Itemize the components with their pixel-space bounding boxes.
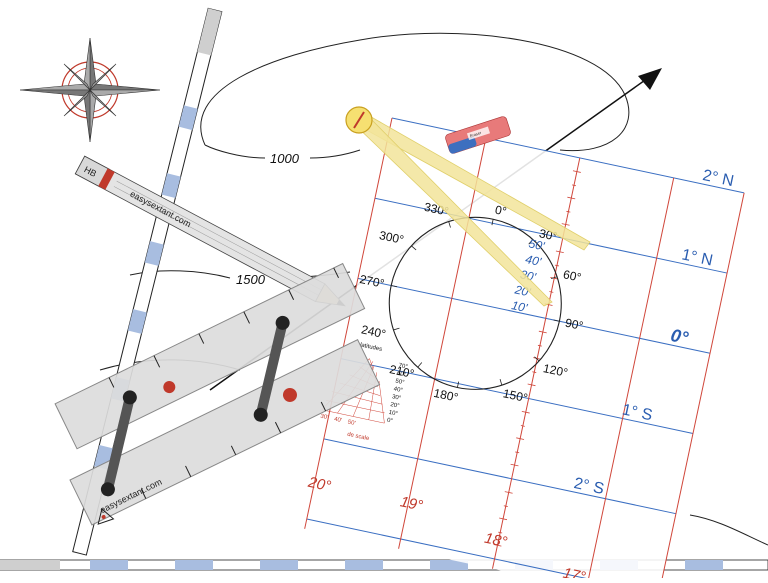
eraser-brand: Eraser bbox=[469, 130, 482, 139]
eraser-icon[interactable]: Eraser bbox=[444, 116, 511, 155]
latitude-label-1n: 1° N bbox=[680, 246, 714, 269]
compass-label-300: 300° bbox=[378, 228, 405, 247]
latitude-line bbox=[323, 438, 677, 515]
compass-rose-icon bbox=[19, 37, 161, 143]
latitude-line bbox=[374, 197, 728, 274]
ruler-red-knob[interactable] bbox=[281, 386, 300, 405]
longitude-label-18: 18° bbox=[483, 530, 509, 551]
latitude-line bbox=[340, 358, 694, 434]
minute-label-50: 50' bbox=[528, 236, 547, 253]
latitude-line bbox=[357, 277, 711, 354]
contour-line-1500-left bbox=[129, 270, 231, 279]
compass-label-90: 90° bbox=[564, 316, 585, 334]
lat-scale-60: 60° bbox=[396, 371, 407, 379]
lat-scale-20: 20° bbox=[390, 402, 401, 410]
compass-label-180: 180° bbox=[432, 386, 459, 405]
compass-label-210: 210° bbox=[388, 362, 415, 381]
lon-scale-40: 40' bbox=[333, 417, 342, 424]
latitude-scale-title: latitudes bbox=[359, 342, 382, 353]
compass-label-150: 150° bbox=[502, 386, 529, 405]
lat-scale-40: 40° bbox=[393, 386, 404, 394]
triangle-marker-icon bbox=[97, 508, 115, 525]
latitude-label-1s: 1° S bbox=[621, 401, 654, 424]
latitude-label-2s: 2° S bbox=[572, 475, 605, 498]
compass-label-0: 0° bbox=[494, 203, 508, 219]
contour-label-1000: 1000 bbox=[270, 151, 300, 166]
ruler-red-knob[interactable] bbox=[161, 379, 177, 395]
longitude-line bbox=[398, 137, 487, 549]
longitude-line bbox=[491, 157, 581, 569]
contour-line-right bbox=[689, 514, 768, 546]
latitude-label-0: 0° bbox=[669, 325, 691, 348]
lat-scale-30: 30° bbox=[391, 394, 402, 402]
latitude-line bbox=[391, 117, 745, 194]
dividers-icon[interactable] bbox=[345, 106, 591, 307]
contour-line-1000-left bbox=[204, 144, 266, 159]
latitude-label-2n: 2° N bbox=[701, 167, 735, 190]
contour-label-1500: 1500 bbox=[236, 272, 266, 287]
longitude-line bbox=[656, 192, 745, 583]
contour-line-top bbox=[200, 32, 630, 152]
longitude-line bbox=[585, 177, 675, 583]
longitude-label-19: 19° bbox=[399, 493, 425, 514]
compass-label-270: 270° bbox=[358, 272, 385, 291]
minute-label-10: 10' bbox=[510, 298, 529, 315]
longitude-label-20: 20° bbox=[306, 474, 333, 496]
lat-scale-70: 70° bbox=[398, 363, 409, 371]
compass-label-60: 60° bbox=[562, 267, 583, 285]
contour-line-1000-right bbox=[309, 149, 361, 159]
ruler-hinge-arm[interactable] bbox=[67, 388, 172, 499]
lon-scale-30: 30' bbox=[320, 414, 329, 421]
lat-scale-0: 0° bbox=[386, 418, 393, 425]
ruler-hinge-arm[interactable] bbox=[219, 314, 324, 425]
compass-label-120: 120° bbox=[542, 361, 569, 380]
lon-scale-50: 50' bbox=[347, 420, 356, 427]
minute-label-40: 40' bbox=[524, 252, 543, 269]
longitude-scale-title: de scale bbox=[347, 432, 371, 443]
longitude-line bbox=[304, 117, 393, 529]
plotting-sheet: 0° 30° 60° 90° 120° 150° 180° 210° 240° … bbox=[304, 117, 745, 583]
lat-scale-50: 50° bbox=[395, 379, 406, 387]
lat-scale-10: 10° bbox=[388, 410, 399, 418]
compass-label-240: 240° bbox=[360, 322, 387, 341]
